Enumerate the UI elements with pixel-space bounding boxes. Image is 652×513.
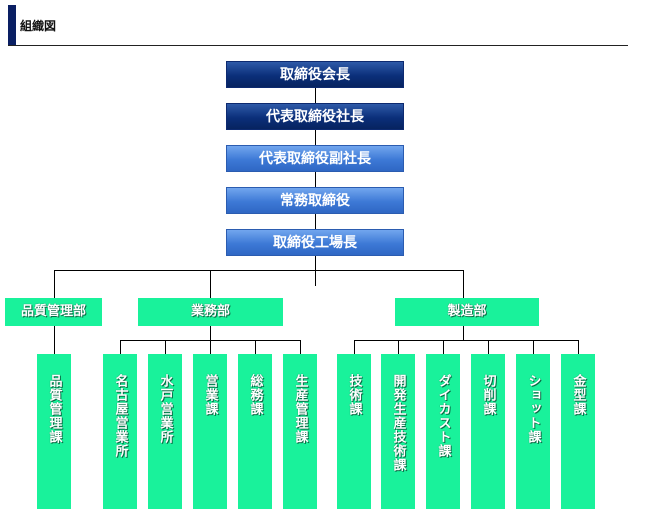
connector-business-4 (255, 340, 256, 354)
section-business-1: 名古屋営業所 (103, 354, 137, 509)
connector-dept-manufacturing (463, 270, 464, 298)
connector-dept-bus (54, 270, 464, 271)
section-business-5: 生産管理課 (283, 354, 317, 509)
connector-trunk (315, 256, 316, 286)
section-label: 営業課 (202, 374, 218, 416)
exec-factory-director-box: 取締役工場長 (226, 229, 404, 256)
section-label: 切削課 (480, 374, 496, 416)
section-manufacturing-2: 開発生産技術課 (381, 354, 415, 509)
section-qc-1: 品質管理課 (37, 354, 71, 509)
section-label: 技術課 (346, 374, 362, 416)
section-label: 品質管理課 (46, 374, 62, 444)
exec-chairman-box: 取締役会長 (226, 61, 404, 88)
section-manufacturing-5: ショット課 (516, 354, 550, 509)
section-business-2: 水戸営業所 (148, 354, 182, 509)
section-label: 生産管理課 (292, 374, 308, 444)
section-label: 名古屋営業所 (112, 374, 128, 458)
header-accent-bar (8, 5, 16, 45)
connector-manufacturing-1 (354, 340, 355, 354)
section-label: 総務課 (247, 374, 263, 416)
header-divider (8, 45, 628, 46)
section-label: 水戸営業所 (157, 374, 173, 444)
exec-president-box: 代表取締役社長 (226, 103, 404, 130)
section-label: 開発生産技術課 (390, 374, 406, 472)
section-manufacturing-1: 技術課 (337, 354, 371, 509)
dept-business: 業務部 (138, 298, 283, 326)
connector-business-1 (120, 340, 121, 354)
section-manufacturing-3: ダイカスト課 (426, 354, 460, 509)
dept-manufacturing: 製造部 (395, 298, 539, 326)
connector-business-5 (300, 340, 301, 354)
connector-manufacturing-6 (578, 340, 579, 354)
section-manufacturing-6: 金型課 (561, 354, 595, 509)
section-label: ショット課 (525, 374, 541, 444)
connector-business-2 (165, 340, 166, 354)
connector-business-down (210, 326, 211, 340)
section-manufacturing-4: 切削課 (471, 354, 505, 509)
connector-qc-section (54, 326, 55, 354)
dept-quality-control: 品質管理部 (5, 298, 102, 326)
section-label: 金型課 (570, 374, 586, 416)
connector-dept-qc (54, 270, 55, 298)
section-business-4: 総務課 (238, 354, 272, 509)
exec-managing-director-box: 常務取締役 (226, 187, 404, 214)
connector-manufacturing-2 (398, 340, 399, 354)
connector-manufacturing-3 (443, 340, 444, 354)
connector-manufacturing-5 (533, 340, 534, 354)
connector-exec-3 (315, 172, 316, 187)
connector-exec-2 (315, 130, 316, 145)
connector-exec-4 (315, 214, 316, 229)
connector-business-3 (210, 340, 211, 354)
connector-manufacturing-4 (488, 340, 489, 354)
page-title: 組織図 (20, 19, 57, 33)
section-business-3: 営業課 (193, 354, 227, 509)
connector-exec-1 (315, 88, 316, 103)
section-label: ダイカスト課 (435, 374, 451, 458)
connector-manufacturing-bus (354, 340, 578, 341)
connector-manufacturing-down (463, 326, 464, 340)
exec-vice-president-box: 代表取締役副社長 (226, 145, 404, 172)
connector-dept-business (210, 270, 211, 298)
